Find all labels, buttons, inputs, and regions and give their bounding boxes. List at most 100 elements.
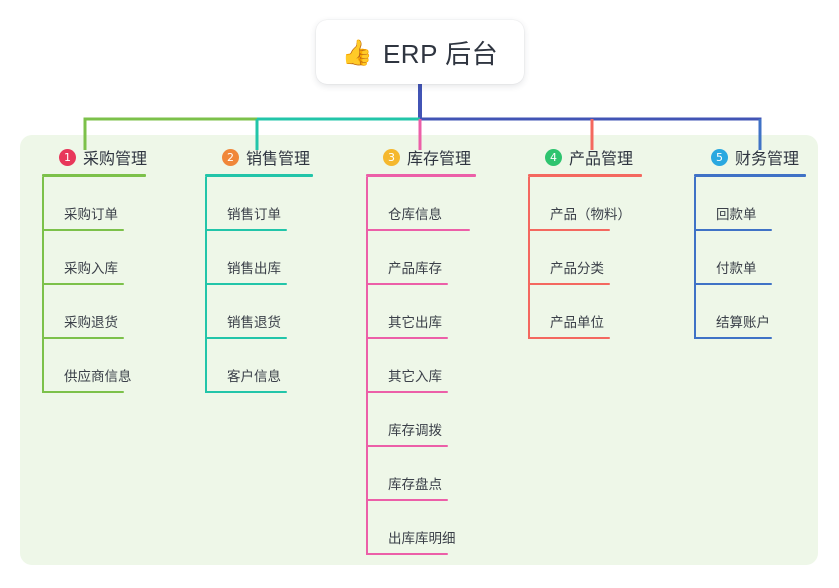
branch-item-label: 回款单 (716, 207, 757, 222)
branch-badge-2: 2 (222, 148, 239, 166)
branch-item-label: 销售退货 (227, 315, 281, 330)
branch-item-rule (42, 229, 124, 231)
branch-item-label: 出库库明细 (388, 531, 456, 546)
branch-item-list: 回款单付款单结算账户 (694, 177, 806, 339)
branch-item-rule (366, 229, 470, 231)
branch-item[interactable]: 其它出库 (366, 285, 476, 339)
branch-item-label: 库存盘点 (388, 477, 442, 492)
branch-item-label: 其它入库 (388, 369, 442, 384)
branch-spine (366, 177, 368, 555)
branch-title: 采购管理 (83, 151, 148, 168)
branch-badge-4: 4 (545, 148, 562, 166)
branch-item[interactable]: 产品（物料） (528, 177, 642, 231)
branch-item-label: 采购订单 (64, 207, 118, 222)
branch-header-rule (205, 174, 313, 177)
branch-item-label: 其它出库 (388, 315, 442, 330)
branch-item[interactable]: 供应商信息 (42, 339, 147, 393)
branch-item-rule (366, 391, 448, 393)
branch-header-rule (42, 174, 146, 177)
thumbs-up-icon: 👍 (341, 37, 373, 67)
branch-item-label: 产品库存 (388, 261, 442, 276)
branch-item[interactable]: 销售出库 (205, 231, 313, 285)
branch-item-rule (366, 553, 448, 555)
branch-spine (42, 177, 44, 393)
branch-header-2[interactable]: 2 销售管理 (205, 144, 313, 170)
branch-item-label: 销售订单 (227, 207, 281, 222)
branch-spine (694, 177, 696, 339)
branch-item-rule (205, 229, 287, 231)
branch-item-label: 供应商信息 (64, 369, 132, 384)
branch-title: 销售管理 (246, 151, 311, 168)
branch-column-2: 2 销售管理销售订单销售出库销售退货客户信息 (205, 144, 313, 393)
branch-item-list: 销售订单销售出库销售退货客户信息 (205, 177, 313, 393)
branch-item-rule (366, 445, 448, 447)
branch-header-rule (528, 174, 642, 177)
branch-item[interactable]: 产品分类 (528, 231, 642, 285)
branch-item[interactable]: 结算账户 (694, 285, 806, 339)
branch-item-rule (366, 337, 448, 339)
branch-item[interactable]: 采购入库 (42, 231, 147, 285)
branch-item-list: 产品（物料） 产品分类产品单位 (528, 177, 642, 339)
branch-item[interactable]: 产品单位 (528, 285, 642, 339)
branch-item-rule (366, 499, 448, 501)
branch-item[interactable]: 库存盘点 (366, 447, 476, 501)
branch-item[interactable]: 回款单 (694, 177, 806, 231)
branch-column-1: 1 采购管理采购订单采购入库采购退货供应商信息 (42, 144, 147, 393)
root-node-title: ERP 后台 (382, 38, 499, 69)
branch-badge-5: 5 (711, 148, 728, 166)
branch-item-rule (528, 337, 610, 339)
branch-item-label: 产品分类 (550, 261, 604, 276)
branch-item[interactable]: 付款单 (694, 231, 806, 285)
branch-item-rule (366, 283, 448, 285)
branch-item-rule (694, 229, 772, 231)
branch-header-rule (366, 174, 476, 177)
branch-spine (528, 177, 530, 339)
branch-item[interactable]: 其它入库 (366, 339, 476, 393)
branch-item[interactable]: 产品库存 (366, 231, 476, 285)
branch-spine (205, 177, 207, 393)
branch-column-3: 3 库存管理仓库信息产品库存其它出库其它入库库存调拨库存盘点出库库明细 (366, 144, 476, 555)
branch-title: 库存管理 (407, 151, 472, 168)
branch-item[interactable]: 销售退货 (205, 285, 313, 339)
branch-item[interactable]: 出库库明细 (366, 501, 476, 555)
branch-item[interactable]: 销售订单 (205, 177, 313, 231)
branch-badge-1: 1 (59, 148, 76, 166)
branch-item-rule (42, 391, 124, 393)
branch-item-rule (528, 283, 610, 285)
root-node[interactable]: 👍 ERP 后台 (316, 20, 524, 84)
branch-item-label: 产品（物料） (550, 207, 631, 222)
branch-item-label: 付款单 (716, 261, 757, 276)
branch-item[interactable]: 库存调拨 (366, 393, 476, 447)
diagram-panel (20, 135, 818, 565)
branch-item[interactable]: 客户信息 (205, 339, 313, 393)
branch-item[interactable]: 仓库信息 (366, 177, 476, 231)
branch-item-label: 采购入库 (64, 261, 118, 276)
branch-item-list: 采购订单采购入库采购退货供应商信息 (42, 177, 147, 393)
branch-column-5: 5 财务管理回款单付款单结算账户 (694, 144, 806, 339)
branch-item-label: 产品单位 (550, 315, 604, 330)
branch-item-rule (205, 391, 287, 393)
branch-badge-3: 3 (383, 148, 400, 166)
branch-header-1[interactable]: 1 采购管理 (42, 144, 147, 170)
branch-item-rule (42, 283, 124, 285)
branch-item-rule (694, 337, 772, 339)
branch-header-rule (694, 174, 806, 177)
branch-title: 财务管理 (735, 151, 800, 168)
branch-item-rule (694, 283, 772, 285)
branch-item-label: 销售出库 (227, 261, 281, 276)
branch-item-label: 结算账户 (716, 315, 770, 330)
branch-item-label: 仓库信息 (388, 207, 442, 222)
branch-item-label: 库存调拨 (388, 423, 442, 438)
branch-item-label: 客户信息 (227, 369, 281, 384)
branch-header-5[interactable]: 5 财务管理 (694, 144, 806, 170)
branch-item-list: 仓库信息产品库存其它出库其它入库库存调拨库存盘点出库库明细 (366, 177, 476, 555)
branch-item-label: 采购退货 (64, 315, 118, 330)
branch-item[interactable]: 采购退货 (42, 285, 147, 339)
branch-header-3[interactable]: 3 库存管理 (366, 144, 476, 170)
branch-item-rule (42, 337, 124, 339)
branch-item-rule (205, 337, 287, 339)
branch-item[interactable]: 采购订单 (42, 177, 147, 231)
